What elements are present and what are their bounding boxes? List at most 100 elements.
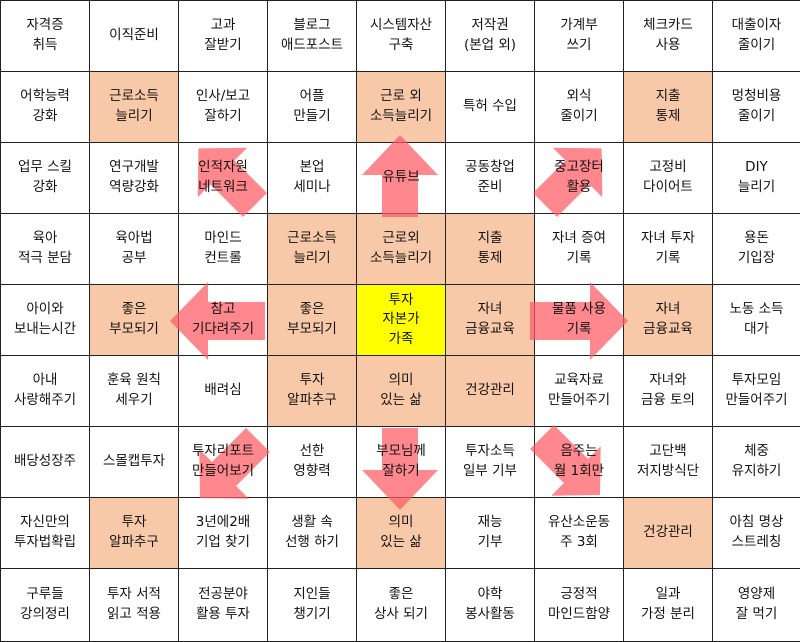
- cell-label: 재능 기부: [477, 514, 503, 550]
- cell-label: 근로외 소득늘리기: [369, 230, 433, 266]
- cell-label: 인사/보고 잘하기: [195, 88, 251, 124]
- grid-cell: 가계부 쓰기: [534, 0, 624, 72]
- grid-cell: 체중 유지하기: [712, 426, 800, 498]
- cell-label: 자격증 취득: [26, 17, 64, 53]
- grid-cell: 자녀와 금융 토의: [623, 355, 713, 427]
- cell-label: 의미 있는 삶: [380, 372, 422, 408]
- cell-label: 자녀 증여 기록: [552, 230, 606, 266]
- grid-cell: 이직준비: [89, 0, 179, 72]
- grid-cell: 저작권 (본업 외): [445, 0, 535, 72]
- grid-cell: 스몰캡투자: [89, 426, 179, 498]
- cell-label: 3년에2배 기업 찾기: [195, 514, 251, 550]
- cell-label: 지인들 챙기기: [293, 586, 331, 622]
- grid-cell: 어플 만들기: [267, 71, 357, 143]
- grid-cell: 고정비 다이어트: [623, 142, 713, 214]
- grid-cell: 근로소득 늘리기: [267, 213, 357, 285]
- grid-cell: 본업 세미나: [267, 142, 357, 214]
- cell-label: 이직준비: [109, 27, 159, 44]
- cell-label: 유튜브: [382, 169, 420, 186]
- grid-cell: 의미 있는 삶: [356, 355, 446, 427]
- grid-cell: 야학 봉사활동: [445, 568, 535, 642]
- grid-cell: 투자 서적 읽고 적용: [89, 568, 179, 642]
- grid-cell: 자신만의 투자법확립: [0, 497, 90, 569]
- grid-cell: 지인들 챙기기: [267, 568, 357, 642]
- cell-label: 어학능력 강화: [20, 88, 70, 124]
- cell-label: 부모님께 잘하기: [376, 443, 426, 479]
- cell-label: 근로소득 늘리기: [287, 230, 337, 266]
- grid-cell: 구루들 강의정리: [0, 568, 90, 642]
- cell-label: 업무 스킬 강화: [18, 159, 72, 195]
- cell-label: 생활 속 선행 하기: [285, 514, 339, 550]
- grid-cell: 영양제 잘 먹기: [712, 568, 800, 642]
- grid-cell: 자녀 금융교육: [623, 284, 713, 356]
- grid-cell: 체크카드 사용: [623, 0, 713, 72]
- cell-label: 투자 서적 읽고 적용: [107, 586, 161, 622]
- grid-cell: 투자모임 만들어주기: [712, 355, 800, 427]
- cell-label: 자신만의 투자법확립: [13, 514, 77, 550]
- grid-cell: 재능 기부: [445, 497, 535, 569]
- grid-cell: 외식 줄이기: [534, 71, 624, 143]
- cell-label: 자녀 금융교육: [465, 301, 515, 337]
- cell-label: 근로소득 늘리기: [109, 88, 159, 124]
- cell-label: 체크카드 사용: [643, 17, 693, 53]
- cell-label: 외식 줄이기: [560, 88, 598, 124]
- grid-cell: 배당성장주: [0, 426, 90, 498]
- grid-cell: 유튜브: [356, 142, 446, 214]
- cell-label: 일과 가정 분리: [641, 586, 695, 622]
- cell-label: 중고장터 활용: [554, 159, 604, 195]
- grid-cell: 물품 사용 기록: [534, 284, 624, 356]
- cell-label: 가계부 쓰기: [560, 17, 598, 53]
- grid-cell: DIY 늘리기: [712, 142, 800, 214]
- cell-label: 자녀 투자 기록: [641, 230, 695, 266]
- cell-label: 고정비 다이어트: [643, 159, 693, 195]
- cell-label: 아내 사랑해주기: [13, 372, 77, 408]
- grid-cell: 선한 영향력: [267, 426, 357, 498]
- grid-cell: 긍정적 마인드함양: [534, 568, 624, 642]
- cell-label: 자녀 금융교육: [643, 301, 693, 337]
- cell-label: 특허 수입: [463, 98, 517, 115]
- cell-label: 훈육 원칙 세우기: [107, 372, 161, 408]
- cell-label: 멍청비용 줄이기: [731, 88, 782, 124]
- cell-label: 육아 적극 분담: [18, 230, 72, 266]
- grid-cell: 투자 알파추구: [267, 355, 357, 427]
- grid-cell: 노동 소득 대가: [712, 284, 800, 356]
- cell-label: 대출이자 줄이기: [731, 17, 782, 53]
- cell-label: 지출 통제: [655, 88, 681, 124]
- cell-label: 좋은 상사 되기: [374, 586, 428, 622]
- grid-cell: 좋은 부모되기: [89, 284, 179, 356]
- grid-cell: 업무 스킬 강화: [0, 142, 90, 214]
- cell-label: 블로그 애드포스트: [280, 17, 344, 53]
- grid-cell: 음주는 월 1회만: [534, 426, 624, 498]
- grid-cell: 자녀 금융교육: [445, 284, 535, 356]
- grid-cell: 근로 외 소득늘리기: [356, 71, 446, 143]
- cell-label: 좋은 부모되기: [287, 301, 337, 337]
- cell-label: 체중 유지하기: [731, 443, 782, 479]
- cell-label: 투자소득 일부 기부: [463, 443, 517, 479]
- cell-label: 아침 명상 스트레칭: [729, 514, 784, 550]
- cell-label: 투자 알파추구: [287, 372, 337, 408]
- cell-label: 전공분야 활용 투자: [196, 586, 250, 622]
- grid-cell: 교육자료 만들어주기: [534, 355, 624, 427]
- cell-label: 연구개발 역량강화: [109, 159, 159, 195]
- cell-label: 지출 통제: [477, 230, 503, 266]
- cell-label: 근로 외 소득늘리기: [369, 88, 433, 124]
- cell-label: 마인드 컨트롤: [204, 230, 242, 266]
- grid-cell: 마인드 컨트롤: [178, 213, 268, 285]
- cell-label: 투자 알파추구: [109, 514, 159, 550]
- grid-cell: 육아법 공부: [89, 213, 179, 285]
- cell-label: DIY 늘리기: [737, 159, 776, 195]
- grid-cell: 좋은 상사 되기: [356, 568, 446, 642]
- grid-cell: 부모님께 잘하기: [356, 426, 446, 498]
- grid-cell: 인사/보고 잘하기: [178, 71, 268, 143]
- cell-label: 교육자료 만들어주기: [547, 372, 611, 408]
- grid-cell: 근로소득 늘리기: [89, 71, 179, 143]
- cell-label: 긍정적 마인드함양: [547, 586, 611, 622]
- cell-label: 투자모임 만들어주기: [725, 372, 788, 408]
- grid-cell: 멍청비용 줄이기: [712, 71, 800, 143]
- grid-cell: 시스템자산 구축: [356, 0, 446, 72]
- cell-label: 선한 영향력: [293, 443, 331, 479]
- cell-label: 의미 있는 삶: [380, 514, 422, 550]
- cell-label: 고과 잘받기: [204, 17, 242, 53]
